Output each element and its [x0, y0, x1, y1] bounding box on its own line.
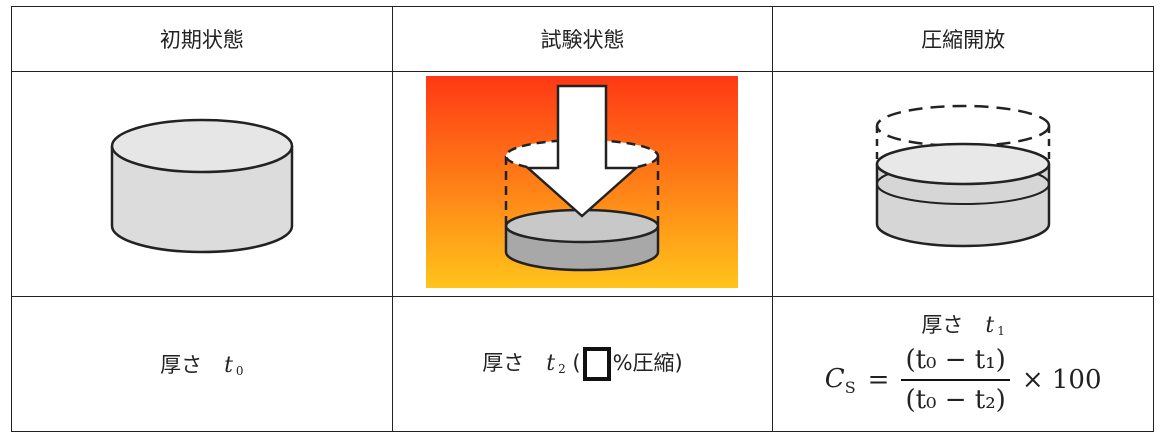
formula-equals: = [867, 365, 890, 395]
thickness-label: 厚さ [160, 353, 203, 377]
cylinder-top [110, 118, 294, 174]
release-side-lines [875, 126, 1051, 164]
header-test: 試験状態 [391, 6, 774, 72]
formula-multiplier: × 100 [1021, 365, 1102, 395]
release-state-figure [875, 104, 1051, 248]
thickness-label: 厚さ [921, 313, 964, 337]
compression-arrow [525, 84, 640, 218]
formula-fraction: (t₀ − t₁) (t₀ − t₂) [901, 345, 1010, 415]
release-figure-cell [772, 71, 1154, 297]
formula-numerator: (t₀ − t₁) [901, 345, 1010, 381]
release-cylinder-top [875, 142, 1051, 186]
formula-lhs: CS [824, 363, 856, 397]
test-state-figure [426, 76, 739, 288]
percent-compression-text: %圧縮) [612, 350, 683, 375]
original-outline-dashed [505, 156, 660, 226]
initial-cylinder-figure [110, 118, 294, 254]
percent-input-box[interactable] [582, 347, 611, 382]
cylinder-body [110, 146, 294, 254]
compression-set-formula: CS = (t₀ − t₁) (t₀ − t₂) × 100 [773, 345, 1153, 415]
header-initial: 初期状態 [11, 6, 393, 72]
formula-denominator: (t₀ − t₂) [905, 385, 1006, 415]
open-paren: ( [572, 350, 581, 375]
test-figure-cell [391, 71, 774, 297]
header-release: 圧縮開放 [772, 6, 1154, 72]
initial-figure-cell [11, 71, 393, 297]
original-top-dashed [875, 104, 1051, 148]
thickness-label: 厚さ [482, 350, 525, 375]
compression-set-table: 初期状態 試験状態 圧縮開放 [11, 6, 1154, 432]
